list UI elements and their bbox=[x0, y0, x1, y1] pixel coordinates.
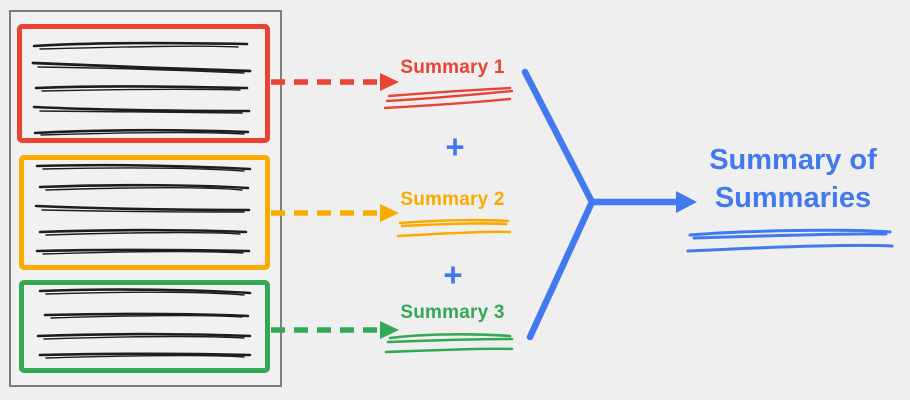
summary-of-summaries-line2: Summaries bbox=[714, 182, 872, 214]
arrow-section3-to-summary3 bbox=[271, 321, 399, 339]
summary-1-underline-scribble bbox=[383, 86, 514, 110]
merge-arrow bbox=[521, 68, 697, 341]
summary-3-label: Summary 3 bbox=[400, 302, 505, 323]
arrow-section1-to-summary1 bbox=[271, 73, 399, 91]
summary-2-label: Summary 2 bbox=[400, 189, 505, 210]
summary-3-underline-scribble bbox=[384, 333, 514, 354]
summary-2-underline-scribble bbox=[396, 218, 512, 238]
document-section-3-green-box bbox=[19, 280, 270, 373]
document-section-1-red-box bbox=[17, 24, 270, 143]
summary-1-label: Summary 1 bbox=[400, 57, 505, 78]
summary-of-summaries-title: Summary of Summaries bbox=[688, 141, 898, 217]
document-section-2-orange-box bbox=[19, 155, 270, 270]
plus-operator-2: + bbox=[443, 256, 463, 293]
summary-of-summaries-line1: Summary of bbox=[709, 144, 877, 176]
arrow-section2-to-summary2 bbox=[271, 204, 399, 222]
result-underline-scribble bbox=[686, 228, 894, 253]
plus-operator-1: + bbox=[445, 128, 465, 165]
